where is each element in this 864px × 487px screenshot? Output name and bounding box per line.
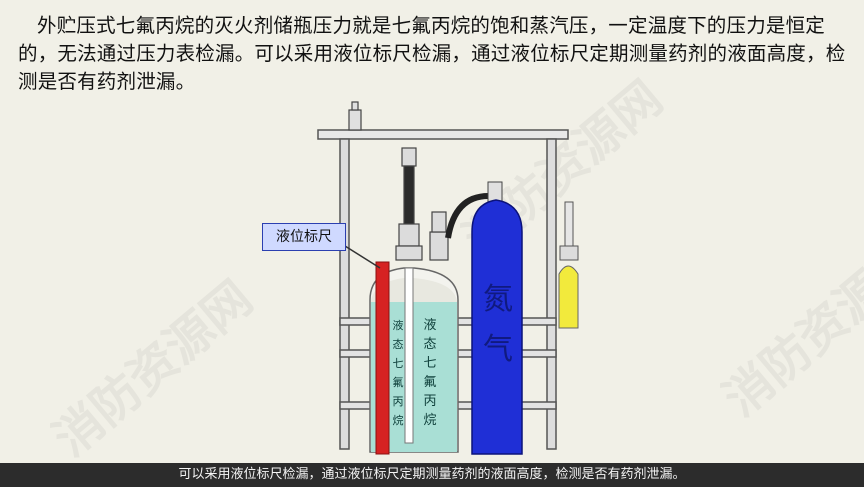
top-valve: [348, 101, 362, 131]
gauge-callout-label: 液位标尺: [262, 223, 346, 251]
liquid-level-gauge-rod: [375, 261, 390, 455]
nitrogen-label: 氮 气: [483, 282, 513, 367]
liquid-label: 液 态 七 氟 丙 烷: [423, 318, 437, 428]
connecting-hose: [445, 192, 491, 239]
nitrogen-cylinder: [471, 181, 523, 455]
callout-leader: [344, 245, 381, 269]
caption-bar: 可以采用液位标尺检漏，通过液位标尺定期测量药剂的液面高度，检测是否有药剂泄漏。: [0, 463, 864, 487]
small-reagent-bottle: [558, 201, 579, 329]
description-paragraph: 外贮压式七氟丙烷的灭火剂储瓶压力就是七氟丙烷的饱和蒸汽压，一定温度下的压力是恒定…: [18, 14, 846, 93]
valve-assembly: [395, 147, 449, 261]
liquid-label-inner: 液 态 七 氟 丙 烷: [392, 319, 404, 427]
